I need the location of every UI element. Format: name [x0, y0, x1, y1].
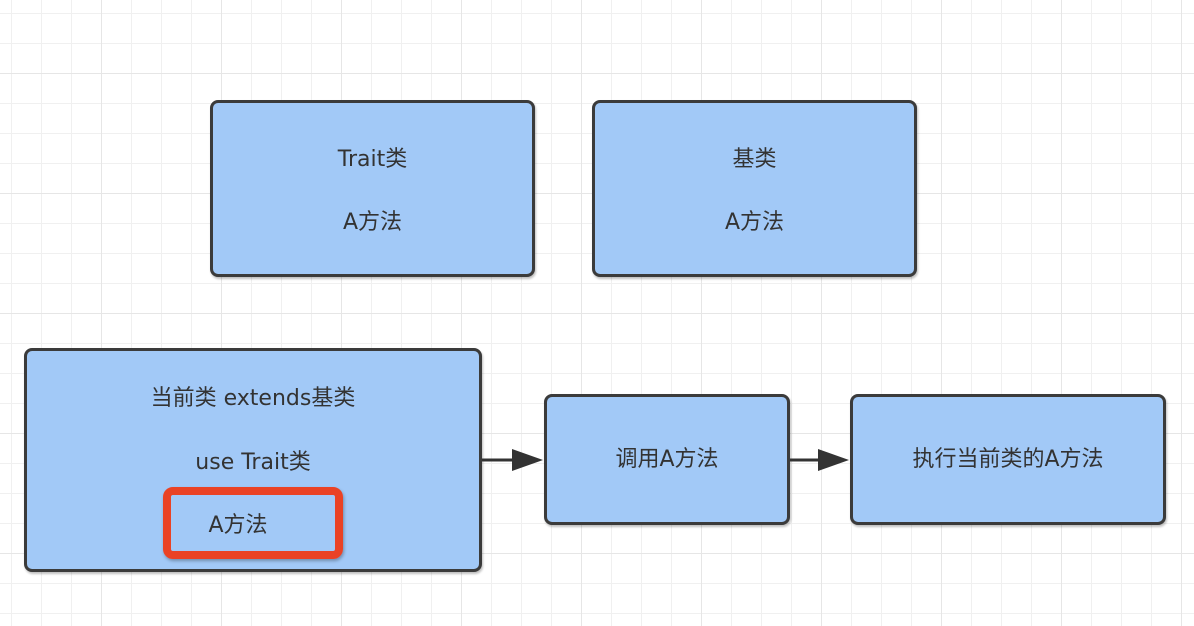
call-method-label: 调用A方法 — [615, 447, 719, 472]
current-class-node[interactable]: 当前类 extends基类 use Trait类 A方法 — [24, 348, 482, 572]
execute-method-node[interactable]: 执行当前类的A方法 — [850, 394, 1166, 525]
arrow-current-to-call — [482, 449, 543, 471]
base-class-node[interactable]: 基类 A方法 — [592, 100, 917, 277]
execute-method-label: 执行当前类的A方法 — [912, 447, 1104, 472]
trait-class-node[interactable]: Trait类 A方法 — [210, 100, 535, 277]
trait-method-label: A方法 — [342, 210, 403, 235]
base-method-label: A方法 — [724, 210, 785, 235]
arrow-call-to-execute — [790, 449, 849, 471]
current-class-use-trait: use Trait类 — [195, 450, 311, 475]
current-method-label: A方法 — [208, 513, 268, 538]
base-class-title: 基类 — [732, 147, 777, 172]
method-highlight-box — [163, 487, 343, 559]
trait-class-title: Trait类 — [337, 147, 408, 172]
call-method-node[interactable]: 调用A方法 — [544, 394, 790, 525]
current-class-title: 当前类 extends基类 — [150, 386, 356, 411]
